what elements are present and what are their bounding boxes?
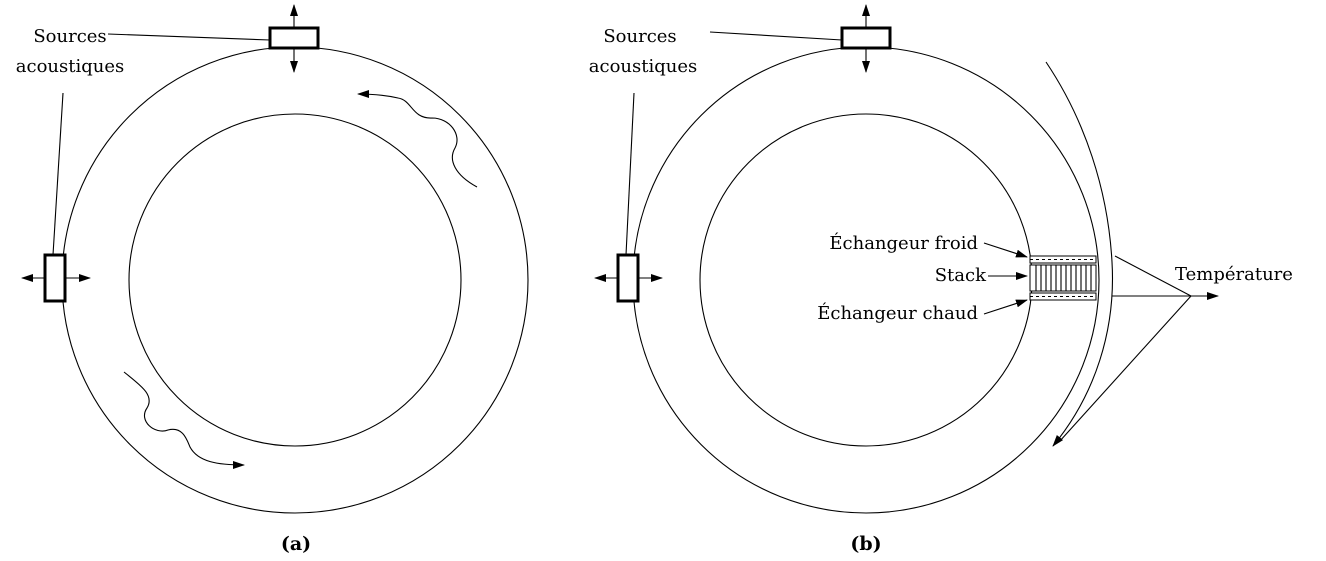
caption-a: (a) — [281, 533, 311, 555]
leader-to-top-source-a — [107, 33, 271, 41]
left-acoustic-source-b — [616, 253, 640, 303]
panel-a: Sources acoustiques (a) — [16, 4, 529, 555]
wave-arrow-bottom-left-a — [123, 371, 245, 469]
wave-arrow-top-right-a — [357, 90, 478, 188]
hot-exchanger-label: Échangeur chaud — [817, 301, 978, 324]
outer-ring-a — [61, 46, 529, 514]
leader-to-left-source-a — [52, 92, 64, 256]
leader-to-left-source-b — [625, 92, 635, 256]
stack-label: Stack — [935, 265, 987, 286]
cold-exchanger-arrow — [983, 242, 1028, 258]
panel-b: Sources acoustiques — [589, 4, 1293, 555]
inner-ring-a — [128, 113, 462, 447]
top-acoustic-source-b — [840, 26, 892, 50]
temperature-label: Température — [1175, 264, 1293, 285]
sources-label-line1-a: Sources — [33, 26, 106, 47]
hot-exchanger-arrow — [983, 299, 1028, 315]
temperature-pointer-upper — [1114, 255, 1192, 297]
caption-b: (b) — [850, 533, 881, 555]
stack-assembly — [1029, 255, 1097, 301]
sources-label-line2-b: acoustiques — [589, 56, 697, 77]
sources-label-line1-b: Sources — [603, 26, 676, 47]
leader-to-top-source-b — [709, 31, 843, 41]
stack-channels — [1035, 265, 1092, 291]
outer-ring-b — [632, 46, 1100, 514]
temperature-arc-arrow — [1045, 61, 1114, 447]
sources-label-line2-a: acoustiques — [16, 56, 124, 77]
cold-exchanger-label: Échangeur froid — [829, 231, 978, 254]
top-acoustic-source-a — [268, 26, 320, 50]
left-acoustic-source-a — [43, 253, 67, 303]
temperature-pointer-lower — [1058, 295, 1192, 443]
